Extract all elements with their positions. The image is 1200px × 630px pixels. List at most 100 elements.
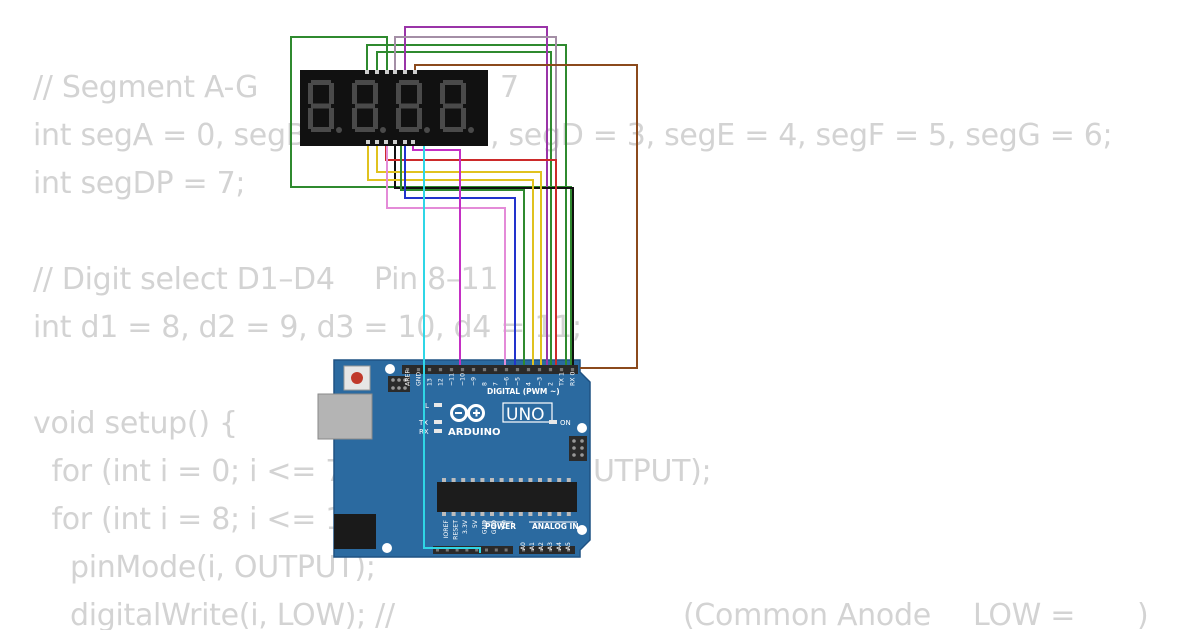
- code-line: Pin 8–11: [374, 262, 499, 297]
- atmega-chip: [437, 478, 577, 516]
- header-pin[interactable]: [475, 548, 479, 552]
- display-pin[interactable]: [366, 140, 370, 144]
- header-pin[interactable]: [494, 548, 498, 552]
- code-line: for (int i = 0; i <= 7;: [33, 454, 354, 489]
- dc-power-jack: [334, 514, 376, 549]
- segment: [461, 108, 466, 129]
- header-pin[interactable]: [438, 368, 443, 372]
- header-pin[interactable]: [526, 368, 531, 372]
- wire-green-mid[interactable]: [366, 44, 567, 365]
- decimal-point: [336, 127, 342, 133]
- chip-pin: [499, 478, 504, 482]
- digital-pin-label: 4: [526, 382, 533, 386]
- wire-cyan[interactable]: [423, 143, 481, 553]
- header-pin[interactable]: [504, 548, 508, 552]
- header-pin[interactable]: [482, 368, 487, 372]
- display-pin[interactable]: [411, 140, 415, 144]
- analog-pin-label: A5: [565, 542, 572, 550]
- header-pin[interactable]: [548, 368, 553, 372]
- segment: [355, 103, 375, 109]
- header-pin[interactable]: [445, 548, 449, 552]
- header-pin[interactable]: [522, 548, 525, 552]
- wire-yellow-1[interactable]: [367, 143, 534, 365]
- display-pin[interactable]: [385, 70, 389, 74]
- header-pin[interactable]: [460, 368, 465, 372]
- power-pin-header[interactable]: [433, 546, 513, 554]
- segment: [311, 127, 331, 132]
- chip-pin: [547, 512, 552, 516]
- header-pin[interactable]: [515, 368, 520, 372]
- header-pin[interactable]: [455, 548, 459, 552]
- header-pin[interactable]: [549, 548, 552, 552]
- display-digit: [396, 80, 430, 133]
- header-pin[interactable]: [558, 548, 561, 552]
- display-pin[interactable]: [384, 140, 388, 144]
- wire-purple-top[interactable]: [404, 26, 548, 365]
- wire-brown[interactable]: [414, 64, 638, 369]
- chip-pin: [518, 478, 523, 482]
- header-pin[interactable]: [416, 368, 421, 372]
- wire-red[interactable]: [385, 143, 557, 365]
- display-pin[interactable]: [413, 70, 417, 74]
- header-pin[interactable]: [531, 548, 534, 552]
- header-pin[interactable]: [493, 368, 498, 372]
- digital-pin-label: AREF: [405, 370, 412, 386]
- segment: [396, 83, 401, 104]
- reset-button-cap[interactable]: [351, 372, 363, 384]
- digital-pin-label: ~9: [471, 377, 478, 386]
- header-pin[interactable]: [436, 548, 439, 552]
- display-pin[interactable]: [393, 70, 397, 74]
- rx-led: [434, 429, 442, 433]
- header-pin[interactable]: [465, 548, 469, 552]
- display-pin[interactable]: [403, 140, 407, 144]
- header-pin[interactable]: [449, 368, 454, 372]
- header-pin[interactable]: [485, 548, 488, 552]
- header-pin[interactable]: [405, 368, 410, 372]
- wire-magenta[interactable]: [412, 143, 461, 365]
- digital-pin-header[interactable]: [402, 365, 578, 374]
- display-digit: [308, 80, 342, 133]
- wire-pink[interactable]: [386, 143, 506, 365]
- wire-green-dark-left[interactable]: [290, 36, 572, 365]
- display-pin[interactable]: [365, 70, 369, 74]
- header-pin[interactable]: [537, 368, 542, 372]
- seven-segment-display[interactable]: [300, 70, 488, 146]
- power-pin-label: IOREF: [443, 520, 450, 539]
- header-pin[interactable]: [504, 368, 509, 372]
- display-pin[interactable]: [393, 140, 397, 144]
- segment: [329, 83, 334, 104]
- code-line: UTPUT);: [593, 454, 712, 489]
- segment: [399, 127, 419, 132]
- header-pin[interactable]: [559, 368, 564, 372]
- analog-label: ANALOG IN: [532, 522, 579, 531]
- header-pin[interactable]: [427, 368, 432, 372]
- digital-pin-label: ~3: [537, 377, 544, 386]
- display-pin[interactable]: [375, 70, 379, 74]
- mounting-hole: [577, 423, 587, 433]
- wire-green-inner[interactable]: [376, 51, 552, 365]
- power-pin-label: 5V: [472, 519, 479, 528]
- wire-black[interactable]: [394, 143, 574, 365]
- header-pin[interactable]: [570, 368, 575, 372]
- display-pin[interactable]: [375, 140, 379, 144]
- analog-pin-header[interactable]: [519, 546, 575, 554]
- chip-pin: [480, 512, 485, 516]
- segment: [443, 80, 463, 85]
- header-pin[interactable]: [471, 368, 476, 372]
- l-led-label: L: [425, 402, 429, 410]
- header-pin[interactable]: [540, 548, 543, 552]
- mounting-hole: [382, 543, 392, 553]
- segment: [399, 80, 419, 85]
- decimal-point: [380, 127, 386, 133]
- chip-pin: [566, 478, 571, 482]
- display-pin[interactable]: [403, 70, 407, 74]
- display-digit: [440, 80, 474, 133]
- header-pin[interactable]: [567, 548, 570, 552]
- l-led: [434, 403, 442, 407]
- wire-dark-green-low[interactable]: [400, 143, 525, 365]
- segment: [308, 83, 313, 104]
- chip-pin: [528, 478, 533, 482]
- chip-pin: [557, 512, 562, 516]
- analog-pin-label: A2: [538, 542, 545, 550]
